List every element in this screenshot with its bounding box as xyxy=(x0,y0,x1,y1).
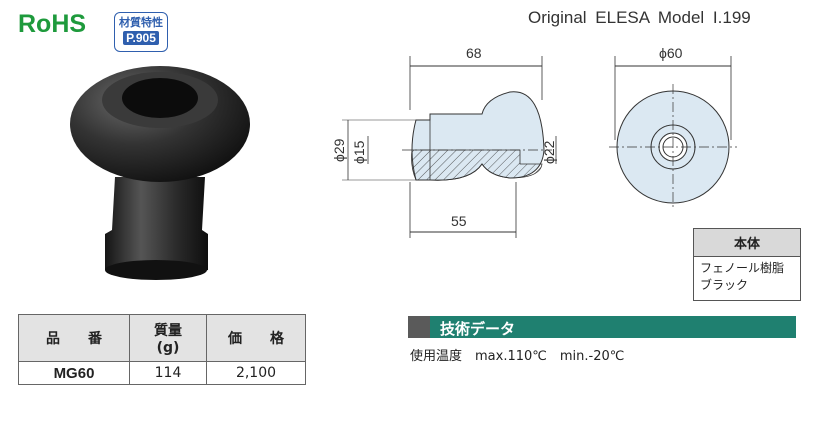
material-box: 本体 フェノール樹脂 ブラック xyxy=(693,228,801,301)
spec-table: 品 番 質量 (g) 価 格 MG60 114 2,100 xyxy=(18,314,306,385)
dim-head-dia: ϕ60 xyxy=(659,45,683,61)
tech-data-bar: 技術データ xyxy=(408,316,796,338)
header-mass-label: 質量 xyxy=(154,323,182,339)
material-badge-page: P.905 xyxy=(123,31,159,45)
side-section-drawing: 68 ϕ29 ϕ15 ϕ22 55 xyxy=(331,45,557,238)
material-box-header: 本体 xyxy=(694,229,800,257)
cell-mass: 114 xyxy=(129,361,207,385)
front-view-drawing: ϕ60 xyxy=(609,45,737,210)
model-title: Original ELESA Model I.199 xyxy=(528,8,751,27)
material-color: ブラック xyxy=(700,278,749,292)
cell-price: 2,100 xyxy=(206,361,306,385)
tech-bar-accent xyxy=(408,316,430,338)
dim-bore-dia: ϕ22 xyxy=(541,140,557,164)
material-name: フェノール樹脂 xyxy=(700,261,785,275)
header-part-no: 品 番 xyxy=(18,314,130,362)
product-photo xyxy=(70,66,250,280)
rohs-logo: RoHS xyxy=(18,10,87,38)
material-box-body: フェノール樹脂 ブラック xyxy=(694,257,800,300)
header-mass: 質量 (g) xyxy=(129,314,207,362)
spec-table-header: 品 番 質量 (g) 価 格 xyxy=(18,314,306,362)
tech-data-title: 技術データ xyxy=(440,320,516,338)
cell-part-no: MG60 xyxy=(18,361,130,385)
table-row: MG60 114 2,100 xyxy=(18,361,306,385)
dim-shaft-dia: ϕ15 xyxy=(351,140,367,164)
dim-flange-dia: ϕ29 xyxy=(331,138,347,162)
header-mass-unit: (g) xyxy=(156,340,180,356)
dim-total-length: 68 xyxy=(466,45,482,61)
material-badge-label: 材質特性 xyxy=(119,16,163,29)
header-price: 価 格 xyxy=(206,314,306,362)
material-property-badge: 材質特性 P.905 xyxy=(114,12,168,52)
operating-temperature: 使用温度 max.110℃ min.-20℃ xyxy=(410,349,625,364)
dim-shaft-length: 55 xyxy=(451,213,467,229)
